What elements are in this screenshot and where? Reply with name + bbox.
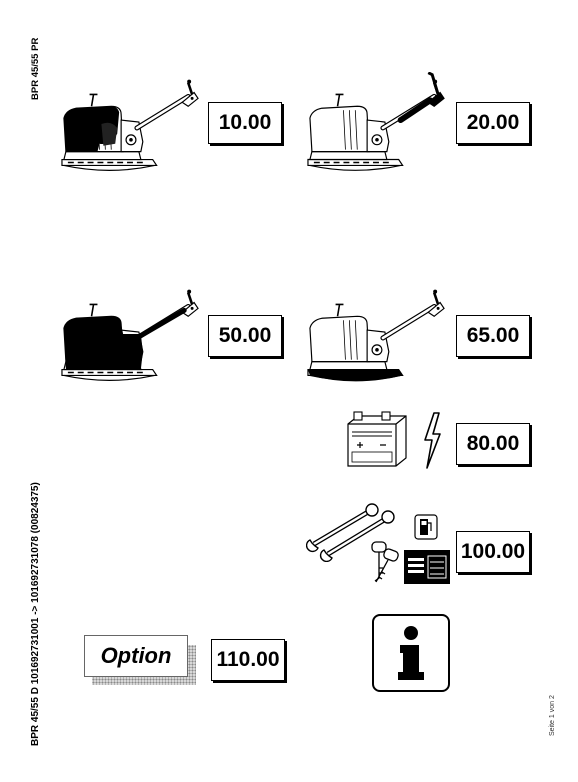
code-box-100: 100.00 bbox=[456, 531, 530, 573]
code-box-80: 80.00 bbox=[456, 423, 530, 465]
nameplate-icon bbox=[404, 550, 450, 584]
code-box-110: 110.00 bbox=[211, 639, 285, 681]
lightning-bolt-icon bbox=[422, 412, 442, 470]
compactor-baseplate-highlighted-icon bbox=[306, 288, 446, 386]
code-box-50: 50.00 bbox=[208, 315, 282, 357]
keys-icon bbox=[362, 540, 402, 586]
code-box-65: 65.00 bbox=[456, 315, 530, 357]
option-label: Option bbox=[84, 635, 188, 677]
battery-icon bbox=[344, 408, 410, 470]
page-number: Seite 1 von 2 bbox=[549, 695, 556, 736]
fuel-pump-icon bbox=[414, 514, 438, 540]
model-serial-range: BPR 45/55 D 101692731001 -> 101692731078… bbox=[30, 482, 41, 746]
option-label-graphic: Option bbox=[84, 635, 196, 685]
code-box-10: 10.00 bbox=[208, 102, 282, 144]
document-title: BPR 45/55 PR bbox=[30, 37, 41, 100]
wrench-tools-icon bbox=[306, 500, 396, 562]
code-box-20: 20.00 bbox=[456, 102, 530, 144]
information-icon bbox=[372, 614, 450, 692]
compactor-handle-highlighted-icon bbox=[306, 72, 446, 176]
compactor-body-highlighted-icon bbox=[60, 288, 200, 386]
compactor-engine-highlighted-icon bbox=[60, 78, 200, 176]
